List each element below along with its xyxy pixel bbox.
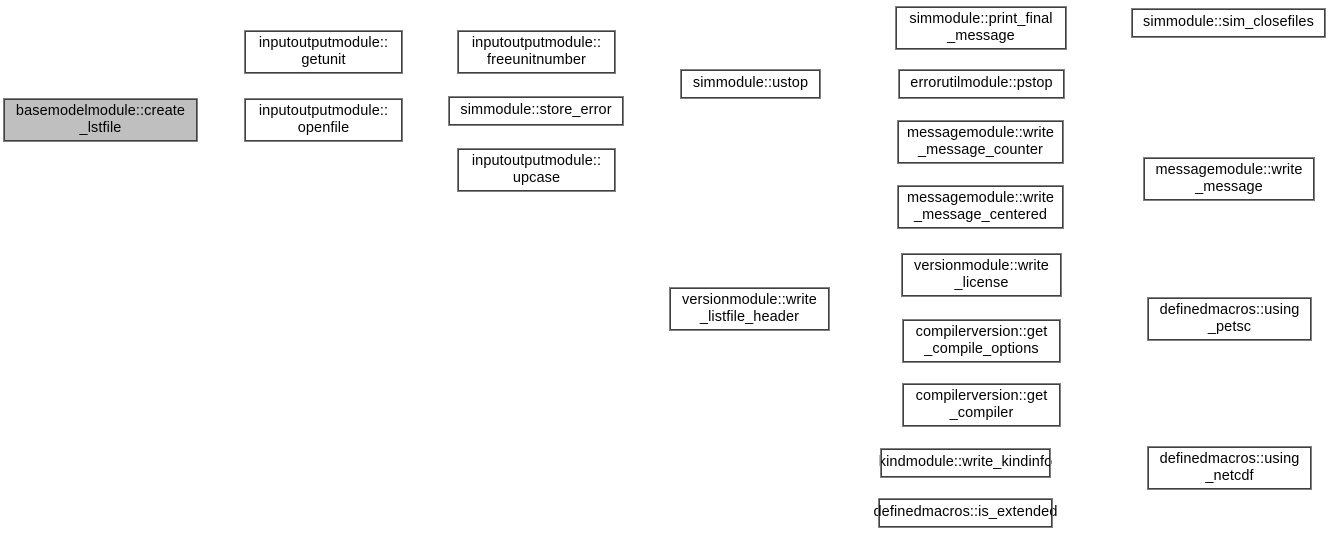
graph-node-label: inputoutputmodule:: freeunitnumber bbox=[471, 34, 602, 68]
graph-node-openfile[interactable]: inputoutputmodule:: openfile bbox=[244, 98, 403, 142]
graph-node-write_message_centered[interactable]: messagemodule::write _message_centered bbox=[897, 185, 1064, 229]
graph-node-write_license[interactable]: versionmodule::write _license bbox=[901, 253, 1062, 297]
graph-node-get_compiler[interactable]: compilerversion::get _compiler bbox=[902, 383, 1061, 427]
graph-node-get_compile_options[interactable]: compilerversion::get _compile_options bbox=[902, 319, 1061, 363]
graph-node-create_lstfile[interactable]: basemodelmodule::create _lstfile bbox=[3, 98, 198, 142]
graph-node-label: compilerversion::get _compiler bbox=[915, 387, 1048, 421]
graph-node-label: inputoutputmodule:: openfile bbox=[258, 102, 389, 136]
graph-node-write_message_counter[interactable]: messagemodule::write _message_counter bbox=[897, 120, 1064, 164]
graph-node-using_petsc[interactable]: definedmacros::using _petsc bbox=[1147, 297, 1312, 341]
graph-node-getunit[interactable]: inputoutputmodule:: getunit bbox=[244, 30, 403, 74]
graph-node-label: basemodelmodule::create _lstfile bbox=[15, 102, 186, 136]
graph-node-sim_closefiles[interactable]: simmodule::sim_closefiles bbox=[1131, 8, 1326, 38]
graph-node-print_final_message[interactable]: simmodule::print_final _message bbox=[895, 6, 1067, 50]
graph-node-label: messagemodule::write _message_centered bbox=[906, 189, 1055, 223]
graph-node-label: errorutilmodule::pstop bbox=[910, 75, 1053, 92]
graph-node-label: versionmodule::write _listfile_header bbox=[682, 291, 817, 325]
graph-node-label: messagemodule::write _message bbox=[1155, 161, 1303, 195]
graph-node-label: definedmacros::using _petsc bbox=[1159, 301, 1300, 335]
graph-node-store_error[interactable]: simmodule::store_error bbox=[448, 96, 624, 126]
graph-node-pstop[interactable]: errorutilmodule::pstop bbox=[898, 69, 1065, 99]
graph-node-label: compilerversion::get _compile_options bbox=[915, 323, 1048, 357]
graph-node-ustop[interactable]: simmodule::ustop bbox=[680, 69, 821, 99]
graph-node-label: definedmacros::using _netcdf bbox=[1159, 450, 1300, 484]
graph-node-label: messagemodule::write _message_counter bbox=[906, 124, 1055, 158]
graph-node-label: simmodule::print_final _message bbox=[909, 10, 1053, 44]
graph-node-is_extended[interactable]: definedmacros::is_extended bbox=[874, 498, 1057, 528]
graph-node-upcase[interactable]: inputoutputmodule:: upcase bbox=[457, 148, 616, 192]
graph-node-write_listfile_header[interactable]: versionmodule::write _listfile_header bbox=[669, 287, 830, 331]
graph-node-label: simmodule::ustop bbox=[692, 75, 809, 92]
graph-node-label: inputoutputmodule:: upcase bbox=[471, 152, 602, 186]
graph-node-label: simmodule::store_error bbox=[460, 102, 612, 119]
graph-node-write_kindinfo[interactable]: kindmodule::write_kindinfo bbox=[879, 448, 1052, 478]
graph-node-label: simmodule::sim_closefiles bbox=[1143, 14, 1314, 31]
graph-node-using_netcdf[interactable]: definedmacros::using _netcdf bbox=[1147, 446, 1312, 490]
graph-node-label: kindmodule::write_kindinfo bbox=[878, 454, 1053, 471]
graph-node-label: versionmodule::write _license bbox=[914, 257, 1049, 291]
graph-node-write_message[interactable]: messagemodule::write _message bbox=[1143, 157, 1315, 201]
graph-node-label: definedmacros::is_extended bbox=[873, 504, 1058, 521]
graph-node-freeunitnumber[interactable]: inputoutputmodule:: freeunitnumber bbox=[457, 30, 616, 74]
graph-node-label: inputoutputmodule:: getunit bbox=[258, 34, 389, 68]
